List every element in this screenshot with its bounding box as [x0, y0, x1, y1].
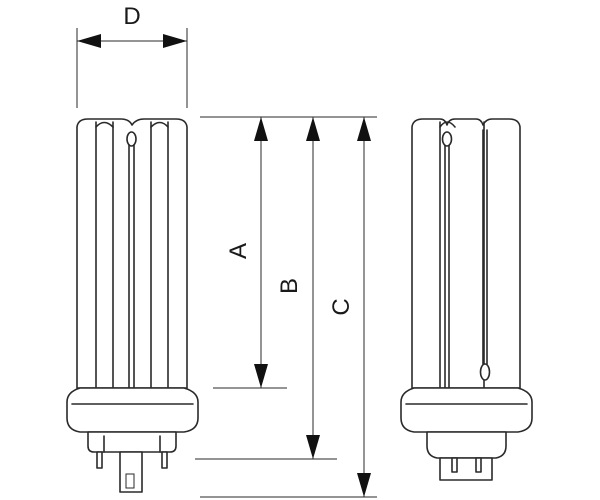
- front-filament-wire: [128, 144, 135, 389]
- dim-b-arrow-bottom: [306, 435, 320, 459]
- dimension-c: C: [328, 117, 371, 497]
- side-tube-outline: [411, 118, 521, 389]
- side-socket: [426, 431, 507, 459]
- dim-d-arrow-left: [77, 34, 101, 48]
- front-socket-divider: [103, 435, 161, 453]
- front-pin-left: [96, 451, 103, 469]
- dimension-d: D: [76, 3, 188, 108]
- front-pin-right: [161, 451, 168, 469]
- front-socket: [87, 431, 177, 453]
- side-pin-right: [475, 457, 482, 473]
- side-tube-caps: [439, 121, 456, 128]
- front-filament-bulb: [126, 131, 137, 147]
- front-tube-inner-lines: [95, 121, 169, 389]
- front-center-key-slot: [125, 473, 135, 489]
- dim-a-arrow-top: [254, 117, 268, 141]
- front-center-key: [119, 451, 143, 493]
- dim-a-arrow-bottom: [254, 364, 268, 388]
- dim-d-arrow-right: [163, 34, 187, 48]
- dim-c-arrow-bottom: [357, 473, 371, 497]
- dim-b-label: B: [276, 278, 303, 294]
- dim-b-arrow-top: [306, 117, 320, 141]
- dimension-a: A: [225, 117, 268, 388]
- dim-d-label: D: [123, 3, 140, 30]
- side-filament-wire-2: [482, 129, 488, 365]
- side-tube-inner-lines: [439, 121, 485, 389]
- front-tube-outline: [76, 118, 188, 389]
- side-filament-wire: [444, 144, 450, 389]
- front-view-lamp: [66, 118, 199, 493]
- side-pin-left: [451, 457, 458, 473]
- side-filament-bulb-bottom: [479, 363, 491, 381]
- front-tube-caps: [95, 121, 169, 128]
- dim-c-arrow-top: [357, 117, 371, 141]
- front-base-housing: [66, 387, 199, 433]
- side-center-key: [439, 457, 493, 481]
- side-view-lamp: [400, 118, 533, 481]
- side-filament-bulb-top: [441, 131, 453, 147]
- side-base-housing: [400, 387, 533, 433]
- dim-c-label: C: [328, 298, 355, 315]
- dimension-b: B: [276, 117, 320, 459]
- dim-a-label: A: [225, 243, 252, 259]
